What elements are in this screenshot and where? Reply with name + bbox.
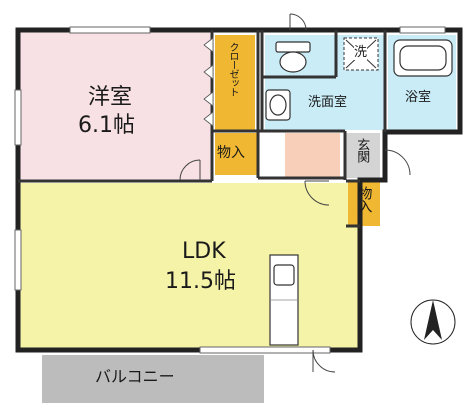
storage-b (348, 182, 380, 226)
toilet-fixture (275, 41, 311, 73)
ldk-room (20, 183, 360, 349)
north-arrow-icon (410, 299, 456, 345)
wash-basin (265, 89, 291, 121)
storage-b-label: 物入 (356, 186, 373, 212)
western-room-size: 6.1帖 (78, 113, 135, 138)
washer-label: 洗 (354, 45, 368, 61)
western-room-name: 洋室 (88, 85, 133, 110)
ldk-room-name: LDK (182, 239, 226, 264)
closet (215, 35, 255, 130)
exterior-walls (15, 27, 463, 353)
kitchen-counter (269, 254, 299, 346)
ldk-room-size: 11.5帖 (165, 269, 236, 294)
interior-walls (18, 30, 387, 228)
entrance (345, 133, 380, 178)
balcony-label: バルコニー (95, 367, 175, 386)
windows (14, 26, 446, 354)
bath-label: 浴室 (405, 90, 432, 105)
storage-a (215, 133, 257, 175)
closet-door-markers (203, 37, 214, 127)
bathtub (393, 39, 453, 77)
western-room (20, 32, 212, 180)
storage-a-label: 物入 (217, 145, 245, 161)
closet-label: クローゼット (227, 42, 238, 96)
balcony (42, 355, 264, 403)
doors (179, 13, 411, 373)
entrance-label: 玄関 (354, 138, 370, 162)
hall (285, 133, 340, 178)
washroom-label: 洗面室 (308, 95, 348, 110)
